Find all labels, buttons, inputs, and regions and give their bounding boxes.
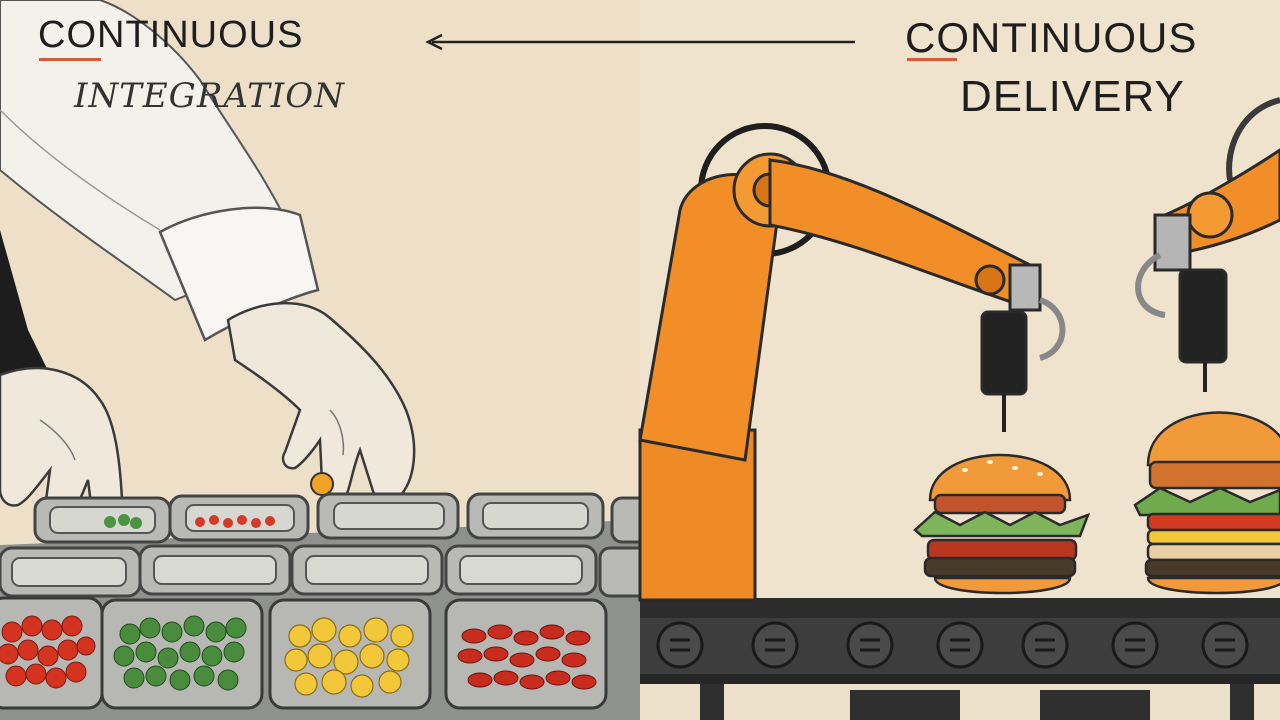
robot-arm-main	[638, 123, 1066, 602]
right-title-accent	[907, 58, 957, 61]
chef-figure	[0, 0, 416, 531]
left-title-line2: INTEGRATION	[74, 76, 345, 116]
burger-1	[913, 453, 1091, 595]
left-title-line1: CONTINUOUS	[38, 14, 304, 56]
robot-arm-secondary	[1135, 97, 1280, 392]
conveyor-belt	[640, 598, 1280, 720]
right-title-line2: DELIVERY	[960, 72, 1185, 121]
ingredient-trays	[0, 492, 654, 720]
arrow-left-icon	[425, 33, 855, 51]
left-title-accent	[39, 58, 101, 61]
right-title-line1: CONTINUOUS	[905, 14, 1198, 61]
burger-2	[1133, 411, 1280, 595]
